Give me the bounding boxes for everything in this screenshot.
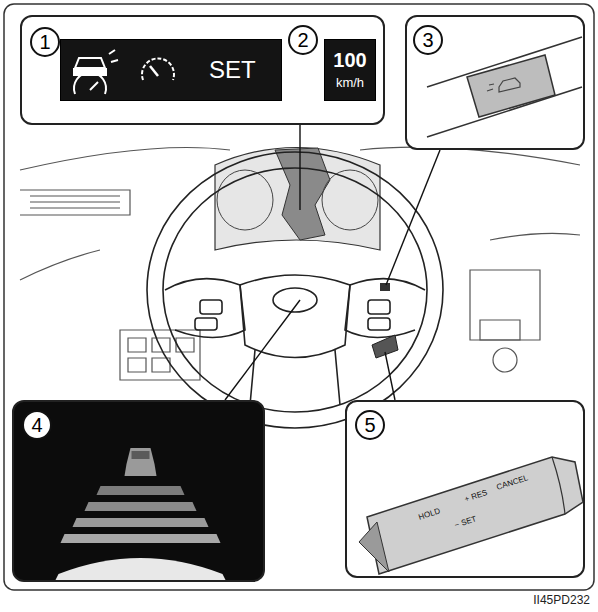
callout-panel: 4 — [12, 400, 265, 582]
speed-display: 100 km/h — [324, 39, 376, 101]
outer-frame — [4, 4, 594, 590]
multi-info-display — [275, 148, 330, 240]
figure-code: II45PD232 — [533, 594, 590, 606]
set-indicator: SET — [209, 58, 256, 82]
cruise-display: SET — [60, 39, 282, 101]
callout-number: 1 — [30, 27, 60, 57]
callout-number: 2 — [288, 25, 318, 55]
set-speed: 100 — [325, 50, 375, 70]
speed-unit: km/h — [325, 76, 375, 89]
callout-panel: 5CANCEL+ RESHOLD− SET — [345, 400, 585, 578]
cruise-button — [380, 283, 390, 291]
callout-number: 5 — [355, 410, 385, 440]
instrument-cluster — [215, 148, 380, 251]
callout-number: 3 — [413, 25, 443, 55]
callout-number: 4 — [22, 410, 52, 440]
steering-wheel — [147, 152, 443, 428]
callout-panel: 1 2SET 100 km/h — [20, 15, 385, 125]
leader-lines — [225, 125, 440, 400]
callout-panel: 3 — [405, 15, 585, 150]
